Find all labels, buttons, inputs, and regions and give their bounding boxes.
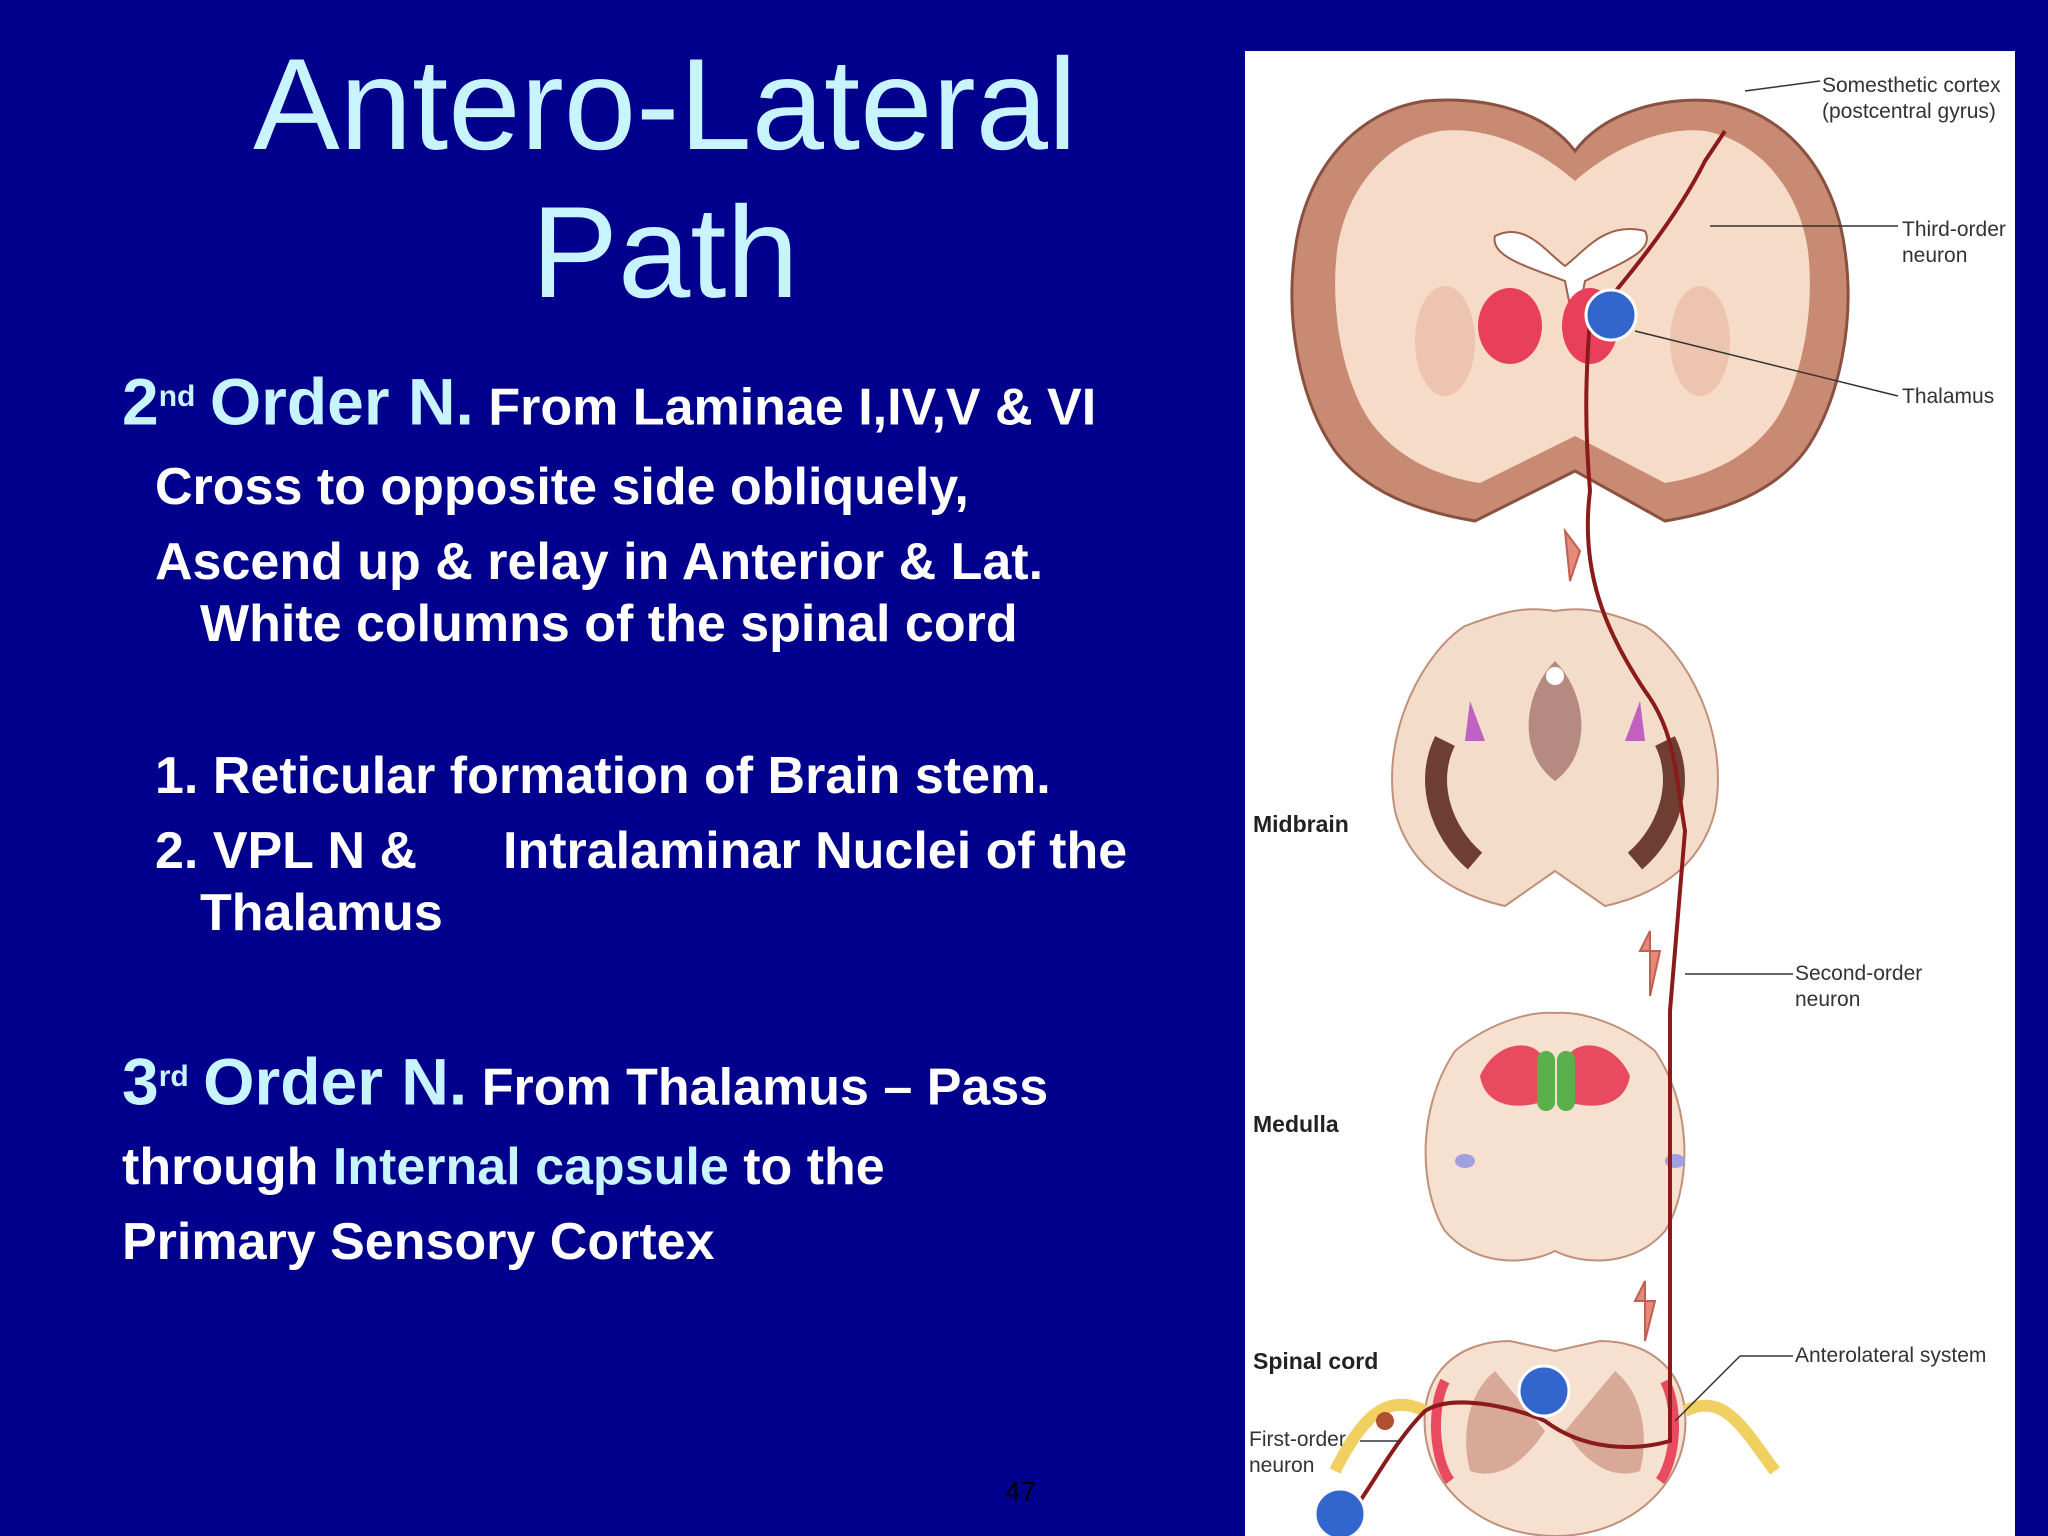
internal-capsule-text: Internal capsule — [332, 1138, 729, 1196]
label-medulla: Medulla — [1253, 1111, 1339, 1137]
label-somesthetic-line-1: Somesthetic cortex — [1822, 74, 2001, 97]
label-first-order-line-1: First-order — [1249, 1428, 1346, 1451]
label-second-order-line-2: neuron — [1795, 988, 1861, 1011]
second-order-line-1: Cross to opposite side obliquely, — [155, 458, 969, 516]
third-order-line-3: Primary Sensory Cortex — [122, 1213, 715, 1271]
third-order-rest: From Thalamus – Pass — [481, 1058, 1049, 1117]
second-order-line-3: White columns of the spinal cord — [200, 595, 1018, 653]
label-first-order-neuron: First-order neuron — [1249, 1427, 1346, 1479]
arrow-up-icon — [1633, 1280, 1657, 1342]
title-line-2: Path — [531, 179, 799, 325]
third-order-through: through — [122, 1138, 319, 1196]
third-order-line-2: through Internal capsule to the — [122, 1136, 885, 1198]
third-order-title: Order N. — [203, 1044, 468, 1119]
relay-item-2a: 2. VPL N & — [155, 822, 418, 880]
label-somesthetic-cortex: Somesthetic cortex (postcentral gyrus) — [1822, 73, 2001, 125]
third-order-neuron-dot — [1584, 288, 1638, 342]
label-second-order-line-1: Second-order — [1795, 962, 1923, 985]
pathway-diagram-svg — [1290, 80, 1899, 1536]
pathway-diagram: Somesthetic cortex (postcentral gyrus) T… — [1245, 51, 2015, 1536]
arrow-up-icon — [1563, 527, 1582, 582]
second-order-heading: 2nd Order N. From Laminae I,IV,V & VI — [122, 366, 1096, 438]
second-order-title: Order N. — [209, 364, 474, 439]
title-line-1: Antero-Lateral — [253, 31, 1077, 177]
second-order-rest: From Laminae I,IV,V & VI — [488, 378, 1097, 437]
relay-item-2b: Intralaminar Nuclei of the — [503, 822, 1128, 880]
spinal-cord-illustration — [1329, 1339, 1780, 1536]
second-order-num: 2 — [122, 364, 159, 439]
first-order-neuron-dot — [1313, 1487, 1367, 1536]
third-order-to-the: to the — [743, 1138, 885, 1196]
slide-title: Antero-Lateral Path — [0, 30, 1330, 326]
relay-item-1: 1. Reticular formation of Brain stem. — [155, 747, 1051, 805]
second-order-line-2: Ascend up & relay in Anterior & Lat. — [155, 533, 1044, 591]
relay-item-2c: Thalamus — [200, 884, 443, 942]
label-anterolateral-system: Anterolateral system — [1795, 1344, 1987, 1367]
label-first-order-line-2: neuron — [1249, 1454, 1315, 1477]
label-midbrain: Midbrain — [1253, 811, 1349, 837]
label-third-order-neuron: Third-order neuron — [1902, 217, 2006, 269]
midbrain-illustration — [1391, 608, 1719, 908]
label-second-order-neuron: Second-order neuron — [1795, 961, 1922, 1013]
page-number: 47 — [1005, 1476, 1037, 1507]
third-order-num: 3 — [122, 1044, 159, 1119]
label-third-order-line-2: neuron — [1902, 244, 1968, 267]
third-order-heading: 3rd Order N. From Thalamus – Pass — [122, 1046, 1048, 1118]
label-somesthetic-line-2: (postcentral gyrus) — [1822, 100, 1996, 123]
brain-section-illustration — [1290, 98, 1850, 523]
label-thalamus: Thalamus — [1902, 385, 1995, 408]
second-order-sup: nd — [158, 380, 196, 413]
medulla-illustration — [1424, 1011, 1686, 1262]
label-third-order-line-1: Third-order — [1902, 218, 2006, 241]
second-order-neuron-dot — [1517, 1364, 1571, 1418]
arrow-up-icon — [1638, 930, 1662, 997]
third-order-sup: rd — [158, 1060, 189, 1093]
label-spinal-cord: Spinal cord — [1253, 1348, 1379, 1374]
